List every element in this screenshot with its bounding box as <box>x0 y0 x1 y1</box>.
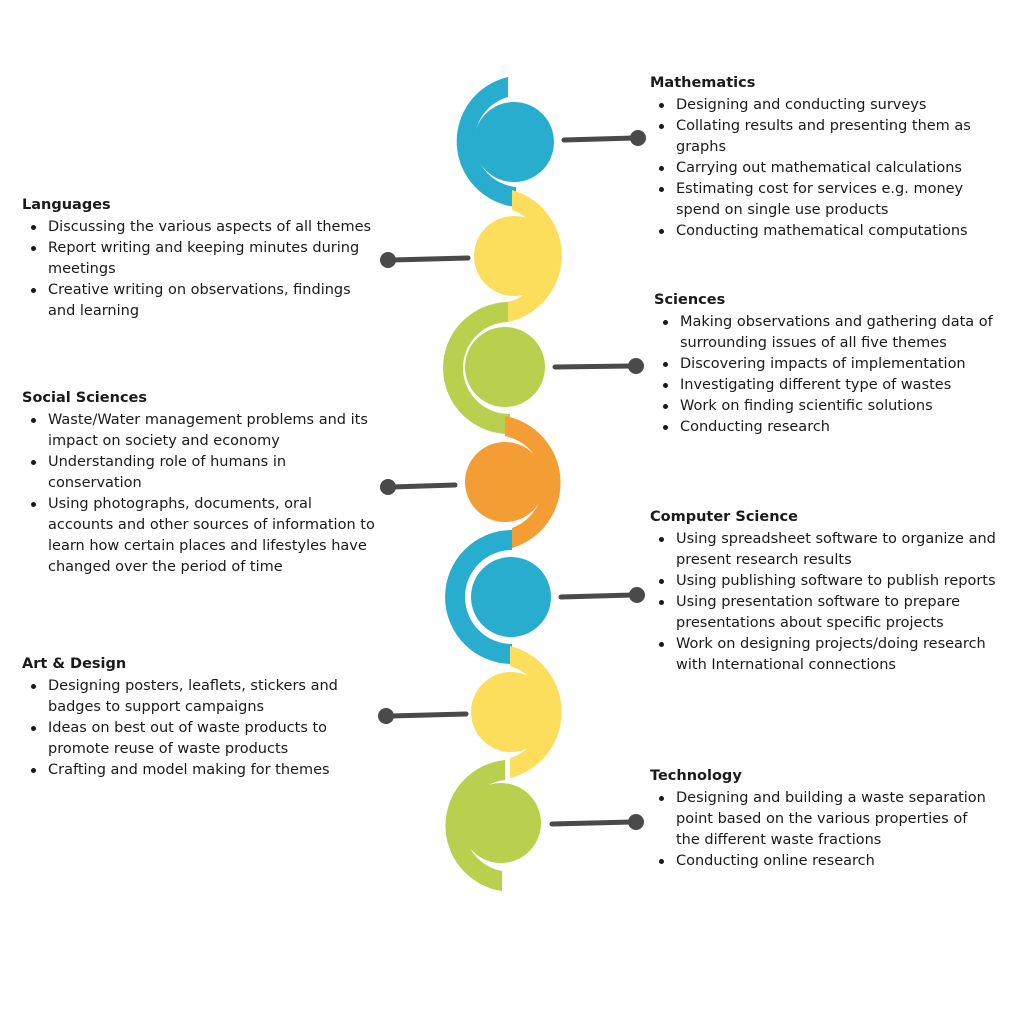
node-circle-7 <box>461 783 541 863</box>
subject-items: Making observations and gathering data o… <box>654 312 999 438</box>
subject-technology: Technology Designing and building a wast… <box>650 767 995 872</box>
connector-art-design <box>387 711 469 719</box>
chain-node-social-sciences <box>380 416 561 548</box>
bullet-item: Designing and building a waste separatio… <box>659 788 995 851</box>
connector-mathematics <box>561 135 637 143</box>
bullet-item: Conducting online research <box>659 851 995 872</box>
subject-title: Languages <box>22 197 111 213</box>
subject-items: Designing and building a waste separatio… <box>650 788 995 872</box>
bullet-item: Work on designing projects/doing researc… <box>659 634 998 676</box>
bullet-item: Creative writing on observations, findin… <box>31 280 372 322</box>
bullet-item: Ideas on best out of waste products to p… <box>31 718 362 760</box>
subject-computer-science: Computer Science Using spreadsheet softw… <box>650 508 998 676</box>
node-circle-5 <box>471 557 551 637</box>
bullet-item: Designing posters, leaflets, stickers an… <box>31 676 362 718</box>
node-circle-2 <box>474 216 554 296</box>
bullet-item: Conducting mathematical computations <box>659 221 990 242</box>
chain-node-mathematics <box>456 77 646 207</box>
bullet-item: Understanding role of humans in conserva… <box>31 452 377 494</box>
node-circle-1 <box>474 102 554 182</box>
node-circle-4 <box>465 442 545 522</box>
subject-items: Waste/Water management problems and its … <box>22 410 377 578</box>
connector-sciences <box>552 363 635 370</box>
connector-languages <box>389 255 471 263</box>
bullet-item: Using publishing software to publish rep… <box>659 571 998 592</box>
subject-title: Mathematics <box>650 75 756 91</box>
connector-dot-art-design <box>378 708 394 724</box>
node-circle-3 <box>465 327 545 407</box>
bullet-item: Conducting research <box>663 417 999 438</box>
subject-title: Sciences <box>654 292 726 308</box>
node-arc-1 <box>456 77 516 207</box>
node-arc-5 <box>445 530 512 664</box>
connector-social-sciences <box>389 482 458 490</box>
bullet-item: Using spreadsheet software to organize a… <box>659 529 998 571</box>
connector-technology <box>549 819 635 827</box>
chain-node-art-design <box>378 646 562 778</box>
chain-node-languages <box>380 190 562 322</box>
subject-social-sciences: Social Sciences Waste/Water management p… <box>22 389 377 578</box>
bullet-item: Collating results and presenting them as… <box>659 116 990 158</box>
subject-title: Computer Science <box>650 509 798 525</box>
connector-dot-technology <box>628 814 644 830</box>
bullet-item: Report writing and keeping minutes durin… <box>31 238 372 280</box>
subject-title: Technology <box>650 768 742 784</box>
connector-dot-computer-science <box>629 587 645 603</box>
subject-items: Designing posters, leaflets, stickers an… <box>22 676 362 781</box>
bullet-item: Discussing the various aspects of all th… <box>31 217 372 238</box>
connector-dot-sciences <box>628 358 644 374</box>
connector-computer-science <box>558 592 636 600</box>
bullet-item: Waste/Water management problems and its … <box>31 410 377 452</box>
subject-items: Discussing the various aspects of all th… <box>22 217 372 322</box>
bullet-item: Designing and conducting surveys <box>659 95 990 116</box>
node-arc-4 <box>505 416 561 548</box>
bullet-item: Carrying out mathematical calculations <box>659 158 990 179</box>
node-arc-7 <box>445 760 505 891</box>
subject-sciences: Sciences Making observations and gatheri… <box>654 291 999 438</box>
connector-dot-mathematics <box>630 130 646 146</box>
bullet-item: Crafting and model making for themes <box>31 760 362 781</box>
subject-mathematics: Mathematics Designing and conducting sur… <box>650 74 990 242</box>
bullet-item: Making observations and gathering data o… <box>663 312 999 354</box>
chain-node-computer-science <box>445 530 645 664</box>
bullet-item: Estimating cost for services e.g. money … <box>659 179 990 221</box>
node-arc-6 <box>510 646 562 778</box>
subject-title: Art & Design <box>22 656 127 672</box>
node-arc-3 <box>443 302 510 435</box>
chain-node-sciences <box>443 302 644 435</box>
connector-dot-social-sciences <box>380 479 396 495</box>
bullet-item: Using photographs, documents, oral accou… <box>31 494 377 578</box>
bullet-item: Work on finding scientific solutions <box>663 396 999 417</box>
bullet-item: Investigating different type of wastes <box>663 375 999 396</box>
node-arc-2 <box>508 190 562 322</box>
bullet-item: Using presentation software to prepare p… <box>659 592 998 634</box>
connector-dot-languages <box>380 252 396 268</box>
node-circle-6 <box>471 672 551 752</box>
subject-title: Social Sciences <box>22 390 147 406</box>
chain-node-technology <box>445 760 644 891</box>
bullet-item: Discovering impacts of implementation <box>663 354 999 375</box>
subject-items: Using spreadsheet software to organize a… <box>650 529 998 676</box>
subject-art-design: Art & Design Designing posters, leaflets… <box>22 655 362 781</box>
subject-languages: Languages Discussing the various aspects… <box>22 196 372 322</box>
